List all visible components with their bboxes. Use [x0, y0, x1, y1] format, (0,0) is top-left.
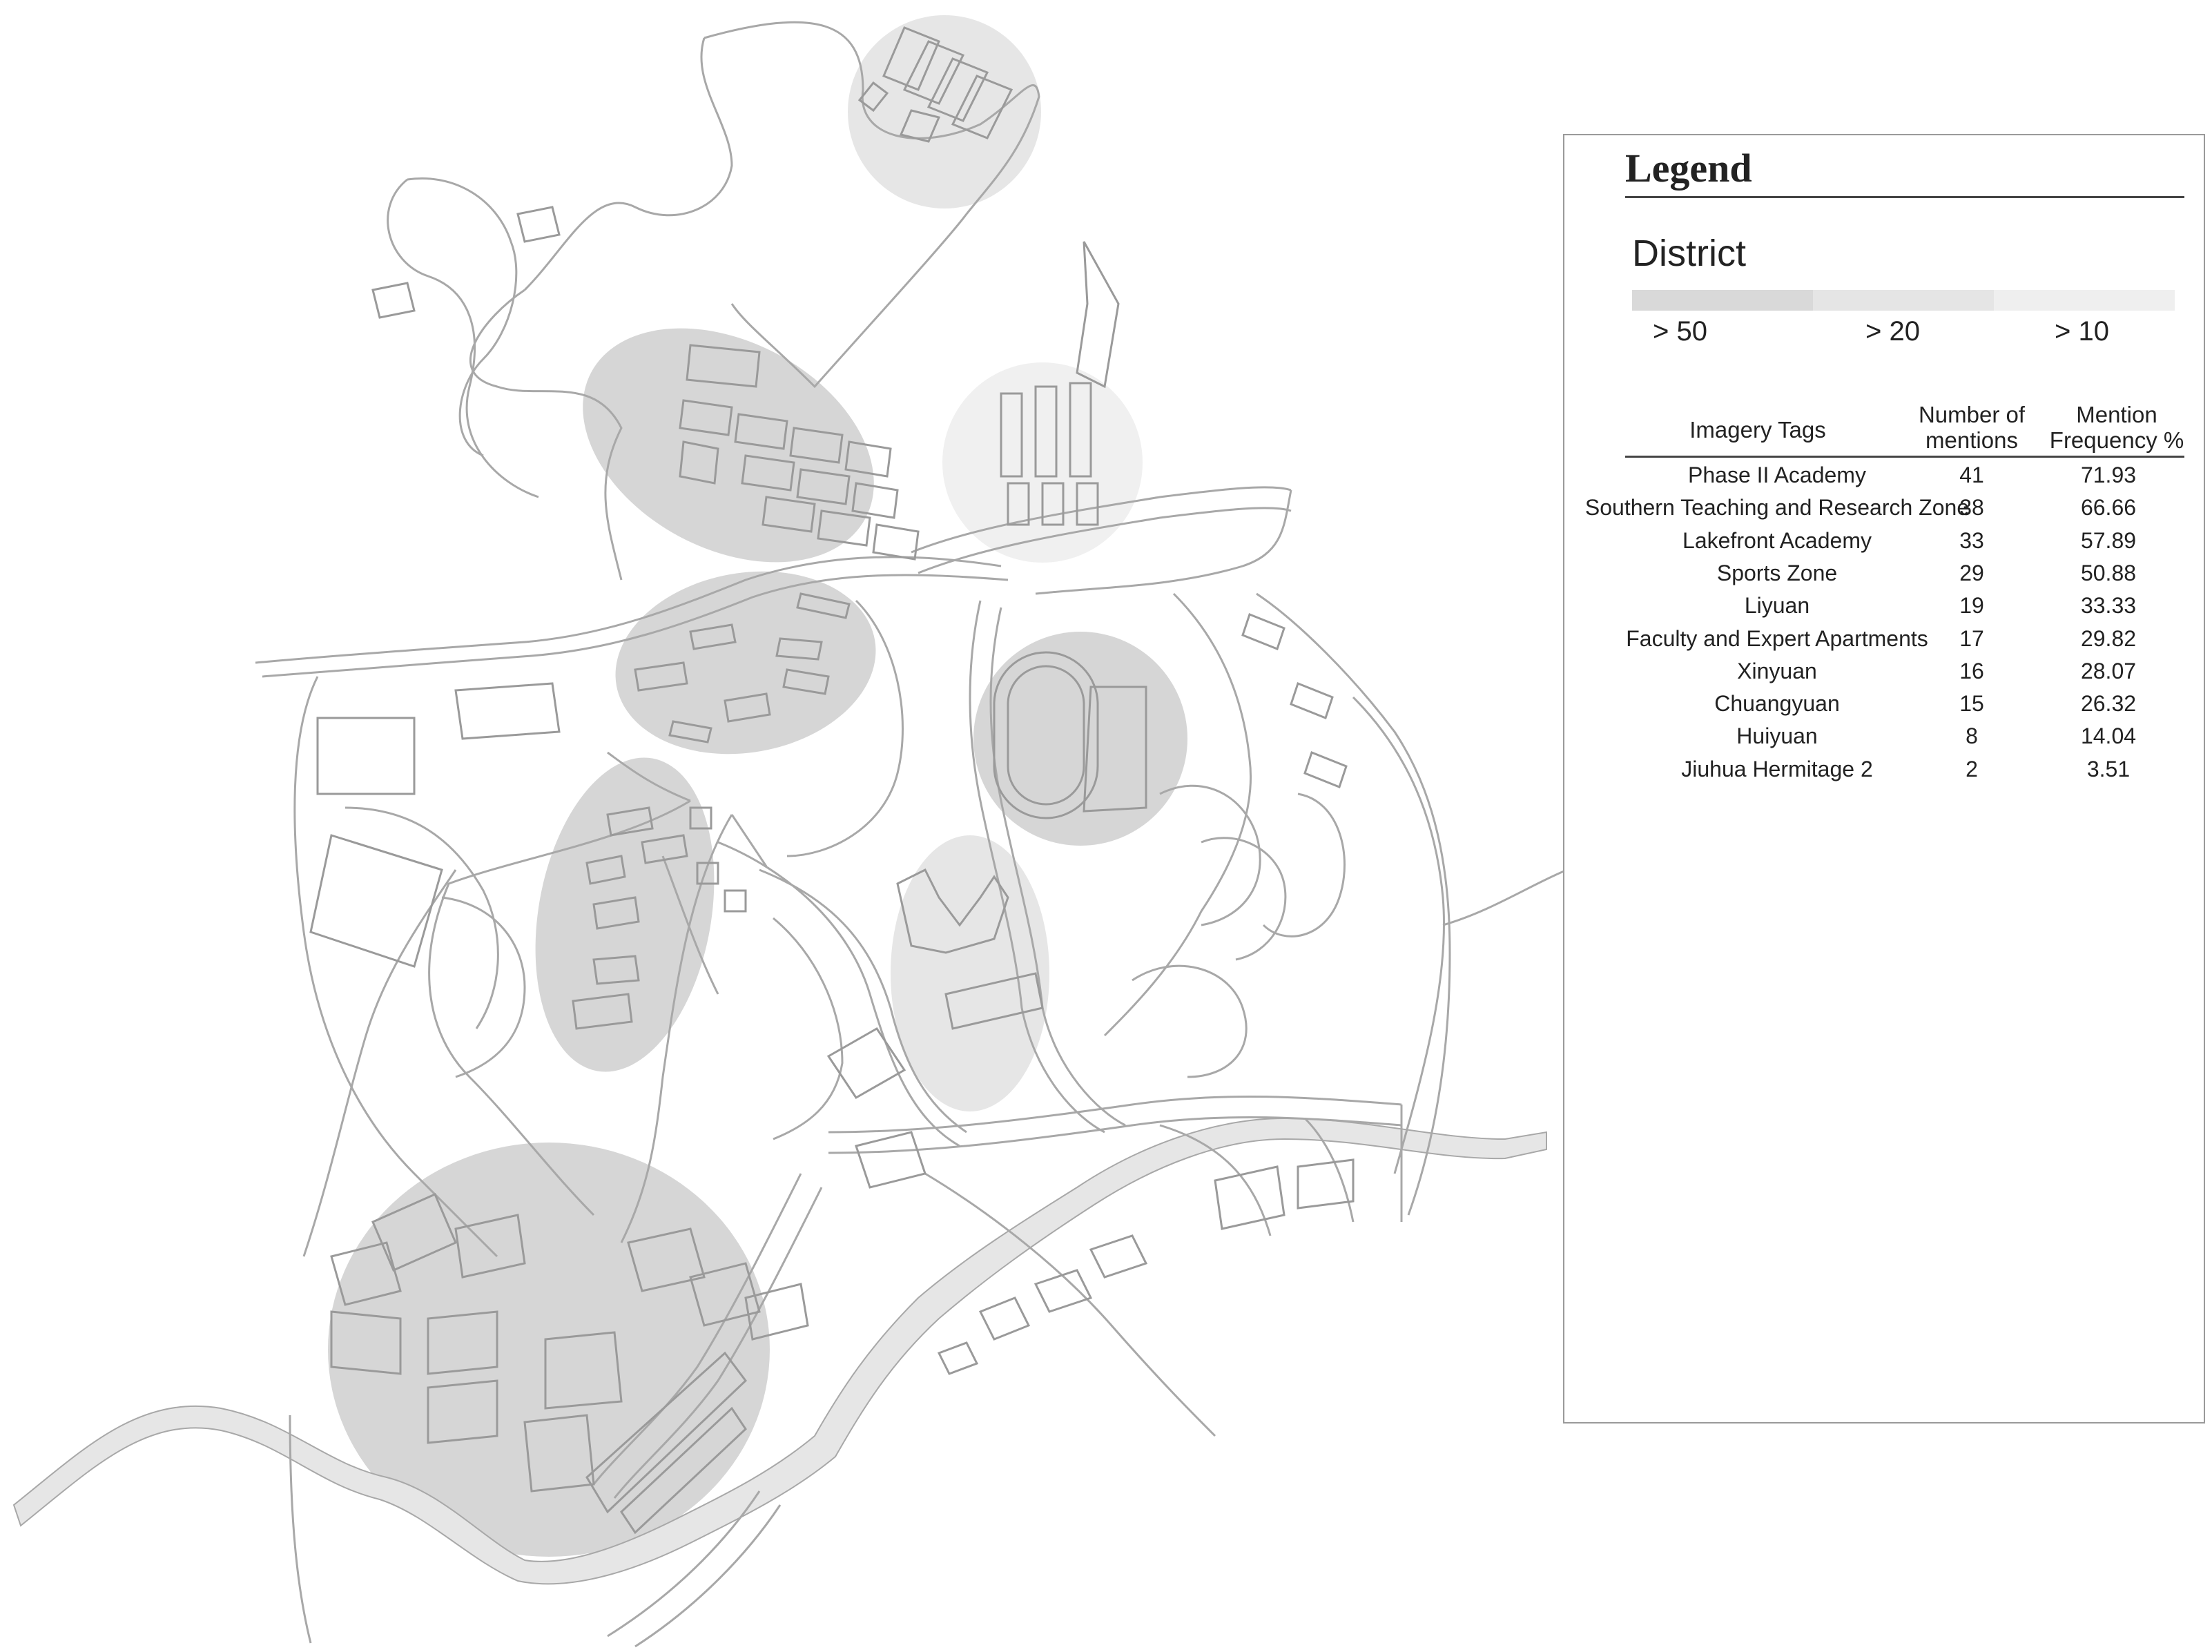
header-mentions-line-1: Number of: [1918, 402, 2026, 427]
header-frequency-line-1: Mention: [2076, 402, 2157, 427]
district-title: District: [1632, 233, 1746, 274]
cell-mentions: 16: [1959, 658, 1984, 683]
legend-panel: Legend District > 50 > 20 > 10 Imagery T…: [1563, 134, 2205, 1423]
cell-tag: Faculty and Expert Apartments: [1626, 625, 1928, 651]
cell-tag: Huiyuan: [1736, 723, 1818, 749]
table-header-rule: [1625, 456, 2184, 458]
cell-mentions: 8: [1966, 723, 1978, 749]
cell-frequency: 66.66: [2080, 495, 2137, 521]
cell-mentions: 15: [1959, 691, 1984, 717]
district-southern-teaching: [328, 1143, 770, 1557]
cell-frequency: 57.89: [2080, 527, 2137, 553]
roads: [255, 21, 1568, 1648]
header-imagery-tags: Imagery Tags: [1689, 417, 1826, 443]
cell-frequency: 50.88: [2080, 560, 2137, 585]
river: [12, 1117, 1547, 1585]
cell-frequency: 26.32: [2080, 691, 2137, 717]
district-liyuan: [535, 757, 715, 1072]
cell-mentions: 17: [1959, 625, 1984, 651]
district-xinyuan: [891, 835, 1049, 1111]
header-frequency-line-2: Frequency %: [2049, 427, 2184, 453]
district-scale-bar: [1632, 290, 2175, 311]
cell-tag: Lakefront Academy: [1682, 527, 1872, 553]
cell-mentions: 19: [1959, 593, 1984, 619]
cell-frequency: 71.93: [2080, 463, 2137, 487]
district-lakefront-academy: [615, 571, 876, 755]
cell-frequency: 14.04: [2080, 723, 2137, 749]
district-phase-ii-academy: [583, 328, 874, 563]
scale-swatch-mid: [1813, 290, 1994, 311]
cell-mentions: 38: [1959, 495, 1984, 521]
header-mentions-line-2: mentions: [1925, 427, 2018, 453]
district-chuangyuan: [942, 362, 1143, 563]
cell-mentions: 41: [1959, 463, 1984, 487]
scale-swatch-high: [1632, 290, 1813, 311]
scale-label-low: > 10: [2055, 316, 2109, 347]
cell-mentions: 29: [1959, 560, 1984, 585]
cell-tag: Jiuhua Hermitage 2: [1681, 756, 1873, 781]
scale-label-high: > 50: [1653, 316, 1707, 347]
cell-frequency: 33.33: [2080, 593, 2137, 619]
cell-tag: Liyuan: [1744, 593, 1810, 619]
district-areas: [328, 15, 1187, 1557]
cell-tag: Xinyuan: [1737, 658, 1817, 683]
cell-frequency: 28.07: [2080, 658, 2137, 683]
cell-mentions: 2: [1966, 756, 1978, 781]
cell-tag: Southern Teaching and Research Zone: [1584, 495, 1970, 521]
legend-title-rule: [1625, 196, 2184, 198]
legend-title: Legend: [1625, 146, 1752, 191]
district-sports-zone: [973, 632, 1187, 846]
cell-tag: Sports Zone: [1716, 560, 1838, 585]
cell-tag: Phase II Academy: [1688, 463, 1866, 487]
header-mention-frequency: Mention Frequency %: [2041, 402, 2193, 453]
cell-tag: Chuangyuan: [1714, 691, 1840, 717]
cell-frequency: 3.51: [2086, 756, 2131, 781]
scale-label-mid: > 20: [1865, 316, 1920, 347]
cell-frequency: 29.82: [2080, 625, 2137, 651]
district-faculty-apartments: [848, 15, 1041, 208]
header-number-of-mentions: Number of mentions: [1903, 402, 2041, 453]
scale-swatch-low: [1994, 290, 2175, 311]
cell-mentions: 33: [1959, 527, 1984, 553]
buildings: [309, 26, 1355, 1535]
